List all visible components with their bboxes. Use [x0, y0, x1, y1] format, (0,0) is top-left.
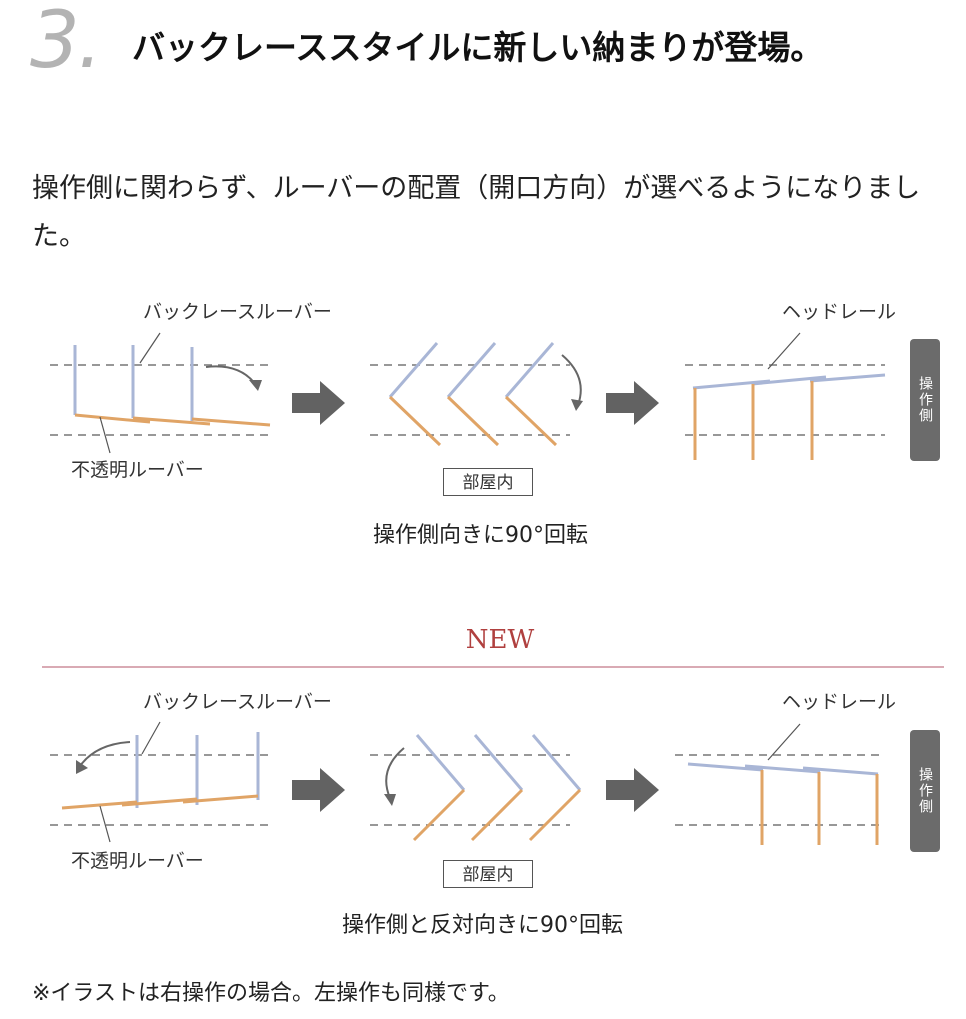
room-interior-box: 部屋内: [443, 860, 533, 888]
diagram-new-illustration: [50, 721, 885, 845]
label-head-rail: ヘッドレール: [782, 691, 897, 713]
section-number: 3.: [30, 0, 102, 86]
label-back-lace-louver: バックレースルーバー: [143, 301, 332, 323]
label-head-rail: ヘッドレール: [782, 301, 897, 323]
section-title: バックレーススタイルに新しい納まりが登場。: [132, 28, 824, 67]
room-interior-box: 部屋内: [443, 468, 533, 496]
diagram-caption: 操作側向きに90°回転: [373, 523, 588, 548]
new-divider: [42, 666, 944, 668]
label-opaque-louver: 不透明ルーバー: [71, 459, 204, 481]
diagram-caption: 操作側と反対向きに90°回転: [342, 913, 623, 938]
new-label: NEW: [465, 625, 535, 655]
label-opaque-louver: 不透明ルーバー: [71, 850, 204, 872]
label-back-lace-louver: バックレースルーバー: [143, 691, 332, 713]
diagram-new: バックレースルーバー 不透明ルーバー ヘッドレール 部屋内 操作側と反対向きに9…: [0, 680, 966, 990]
diagram-current-illustration: [50, 332, 886, 460]
operation-side-tab: 操作側: [910, 730, 940, 852]
operation-side-tab: 操作側: [910, 339, 940, 461]
diagram-current: バックレースルーバー 不透明ルーバー ヘッドレール 部屋内 操作側向きに90°回…: [0, 285, 966, 595]
lead-text: 操作側に関わらず、ルーバーの配置（開口方向）が選べるようになりました。: [32, 173, 921, 252]
footnote: ※イラストは右操作の場合。左操作も同様です。: [32, 981, 510, 1006]
